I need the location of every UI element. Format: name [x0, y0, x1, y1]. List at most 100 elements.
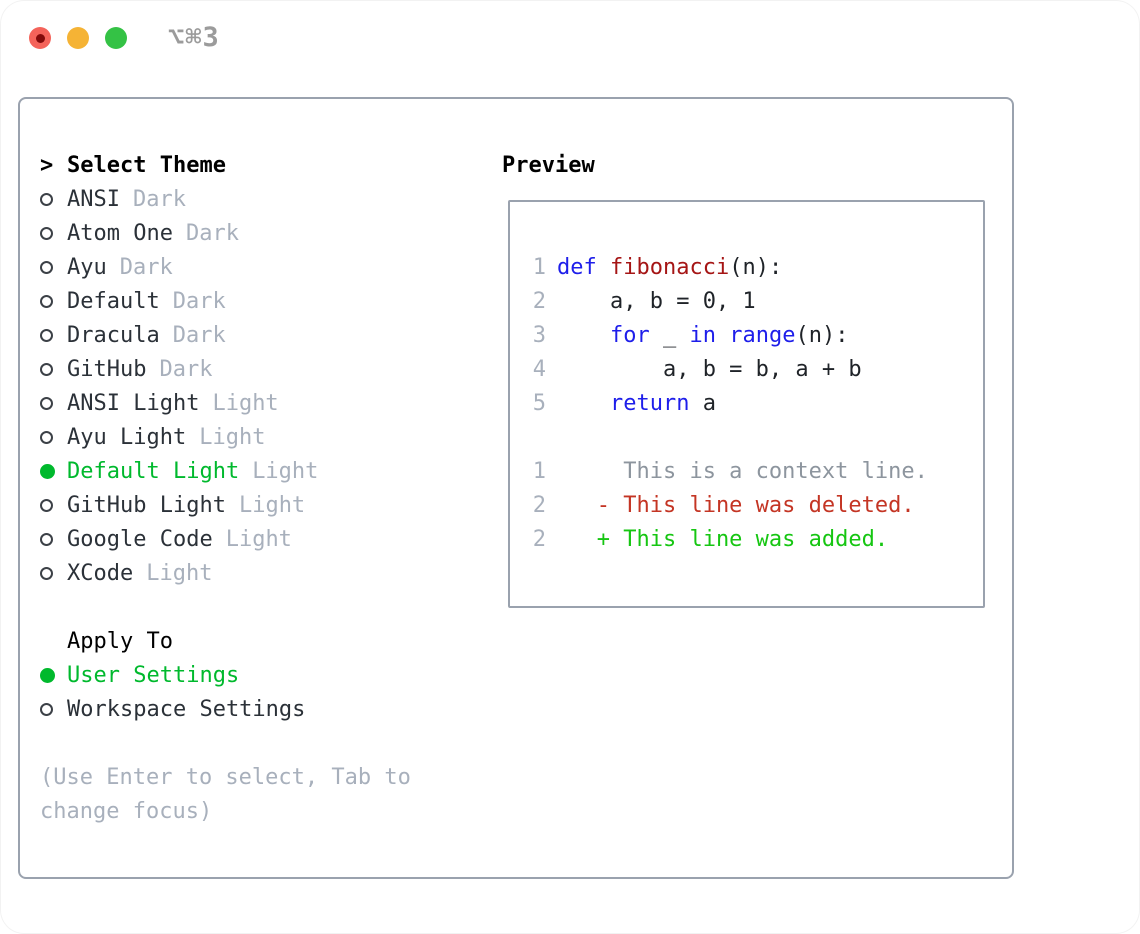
theme-option[interactable]: Google Code Light	[40, 522, 411, 556]
theme-list: ANSI Dark Atom One Dark Ayu Dark Default…	[40, 182, 411, 590]
code-text: return a	[557, 391, 716, 416]
line-number: 2	[532, 492, 546, 518]
code-segment: (n):	[729, 254, 783, 280]
radio-icon	[40, 226, 53, 240]
radio-col	[40, 532, 67, 546]
theme-name: Default Light	[67, 458, 240, 484]
theme-name: ANSI	[67, 186, 120, 212]
radio-icon	[40, 532, 53, 546]
preview-pane: 1 def fibonacci(n): 2 a, b = 0, 1 3 for …	[508, 200, 985, 608]
theme-option[interactable]: ANSI Light Light	[40, 386, 411, 420]
theme-variant: Dark	[172, 288, 226, 314]
code-segment: in	[689, 322, 716, 348]
theme-name: Google Code	[67, 526, 213, 552]
radio-col	[40, 702, 67, 716]
apply-to-header: Apply To	[40, 624, 411, 658]
code-line: 3 for _ in range(n):	[530, 318, 971, 352]
code-text: a, b = b, a + b	[557, 357, 862, 382]
apply-option[interactable]: Workspace Settings	[40, 692, 411, 726]
apply-to-title: Apply To	[67, 628, 173, 654]
theme-option[interactable]: Default Dark	[40, 284, 411, 318]
theme-variant: Light	[225, 526, 292, 552]
code-segment: + This line was added.	[557, 526, 889, 552]
code-segment: _	[649, 322, 690, 348]
theme-option[interactable]: Dracula Dark	[40, 318, 411, 352]
theme-option[interactable]: GitHub Dark	[40, 352, 411, 386]
line-number: 2	[532, 288, 546, 314]
theme-variant: Dark	[172, 322, 226, 348]
theme-selector: > Select Theme ANSI Dark Atom One Dark A…	[40, 148, 411, 828]
theme-option[interactable]: GitHub Light Light	[40, 488, 411, 522]
line-number: 3	[532, 322, 546, 348]
line-number: 1	[532, 458, 546, 484]
theme-option[interactable]: Ayu Light Light	[40, 420, 411, 454]
theme-option[interactable]: ANSI Dark	[40, 182, 411, 216]
theme-settings-panel: > Select Theme ANSI Dark Atom One Dark A…	[18, 97, 1014, 879]
minimize-button[interactable]	[67, 27, 89, 49]
code-text: a, b = 0, 1	[557, 289, 756, 314]
theme-name: Dracula	[67, 322, 160, 348]
code-line: 4 a, b = b, a + b	[530, 352, 971, 386]
code-segment: for	[609, 322, 650, 348]
preview-title: Preview	[502, 152, 595, 178]
code-text: def fibonacci(n):	[557, 255, 782, 280]
code-segment	[557, 323, 610, 348]
selection-prompt-icon: >	[40, 152, 54, 178]
code-segment: a, b = b, a + b	[557, 356, 862, 382]
code-segment: range	[729, 322, 796, 348]
code-segment: a	[689, 390, 716, 416]
code-line: 2 a, b = 0, 1	[530, 284, 971, 318]
theme-option[interactable]: Default Light Light	[40, 454, 411, 488]
radio-icon	[40, 192, 53, 206]
spacer	[40, 726, 411, 760]
theme-name: GitHub	[67, 356, 147, 382]
theme-variant: Light	[199, 424, 266, 450]
line-number: 1	[532, 254, 546, 280]
theme-option[interactable]: Atom One Dark	[40, 216, 411, 250]
theme-variant: Dark	[159, 356, 213, 382]
radio-icon	[40, 566, 53, 580]
radio-col	[40, 396, 67, 410]
radio-col	[40, 192, 67, 206]
theme-name: XCode	[67, 560, 134, 586]
theme-option[interactable]: Ayu Dark	[40, 250, 411, 284]
theme-variant: Dark	[185, 220, 239, 246]
radio-icon	[40, 294, 53, 308]
code-segment: (n):	[795, 322, 849, 348]
apply-option[interactable]: User Settings	[40, 658, 411, 692]
theme-name: Ayu Light	[67, 424, 187, 450]
code-segment: return	[609, 390, 690, 416]
radio-col	[40, 328, 67, 342]
radio-col	[40, 430, 67, 444]
code-segment: This is a context line.	[557, 458, 928, 484]
theme-name: GitHub Light	[67, 492, 226, 518]
theme-selector-header: > Select Theme	[40, 148, 411, 182]
theme-variant: Dark	[132, 186, 186, 212]
radio-icon	[40, 260, 53, 274]
code-line: 2 - This line was deleted.	[530, 488, 971, 522]
radio-col	[40, 566, 67, 580]
radio-icon	[40, 498, 53, 512]
code-segment: a, b = 0, 1	[557, 288, 756, 314]
spacer	[40, 590, 411, 624]
close-button[interactable]	[29, 27, 51, 49]
code-line: 1 def fibonacci(n):	[530, 250, 971, 284]
theme-name: Ayu	[67, 254, 107, 280]
theme-name: Atom One	[67, 220, 173, 246]
radio-icon	[40, 362, 53, 376]
theme-variant: Light	[238, 492, 306, 518]
apply-to-list: User Settings Workspace Settings	[40, 658, 411, 726]
zoom-button[interactable]	[105, 27, 127, 49]
theme-name: ANSI Light	[67, 390, 200, 416]
radio-icon	[40, 667, 55, 683]
code-line: 2 + This line was added.	[530, 522, 971, 556]
line-number: 2	[532, 526, 546, 552]
theme-variant: Light	[212, 390, 279, 416]
code-text: for _ in range(n):	[557, 323, 848, 348]
radio-icon	[40, 463, 55, 479]
radio-col	[40, 498, 67, 512]
theme-option[interactable]: XCode Light	[40, 556, 411, 590]
radio-icon	[40, 328, 53, 342]
radio-col	[40, 463, 67, 479]
